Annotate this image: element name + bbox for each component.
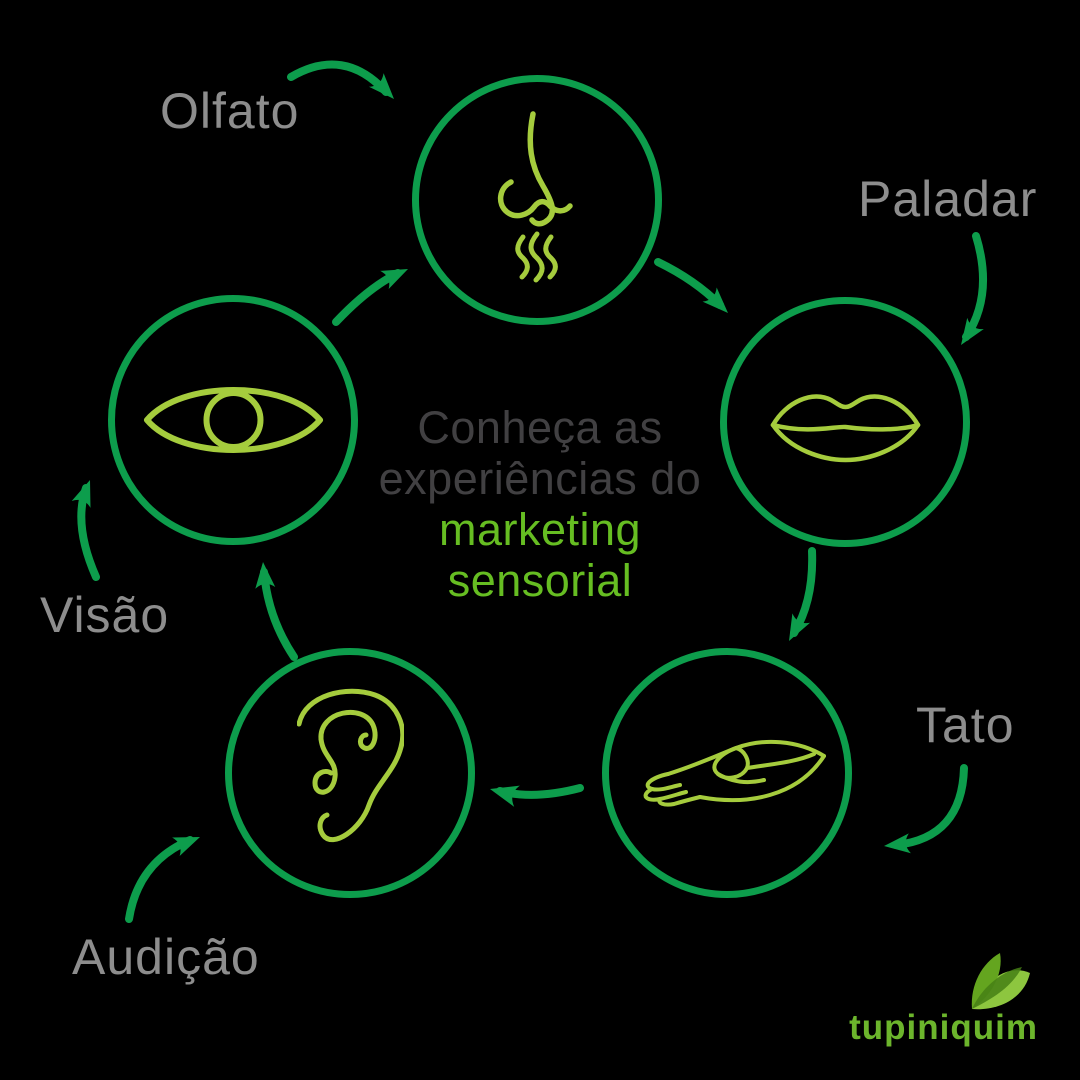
label-tato: Tato	[916, 697, 1015, 753]
eye-icon	[143, 387, 323, 453]
nose-icon	[497, 111, 573, 283]
title-line-2: experiências do	[378, 453, 702, 504]
title-line-3: marketing	[438, 504, 642, 555]
label-olfato: Olfato	[160, 83, 300, 139]
ear-icon	[296, 688, 404, 843]
label-audicao: Audição	[72, 929, 260, 985]
circle-paladar	[720, 297, 970, 547]
arrow-lips-to-hand	[789, 547, 817, 641]
tupiniquim-logo: tupiniquim	[849, 951, 1038, 1045]
arrow-olfato-to-nose	[287, 60, 394, 99]
label-visao: Visão	[40, 587, 170, 643]
arrow-paladar-to-lips	[961, 232, 988, 345]
arrow-audicao-to-ear	[125, 836, 200, 923]
leaf-logo-icon	[971, 953, 1030, 1010]
arrow-visao-to-eye	[71, 480, 100, 581]
arrow-nose-to-lips	[654, 258, 728, 313]
circle-olfato	[412, 75, 662, 325]
title-line-1: Conheça as	[417, 402, 663, 453]
arrow-eye-to-nose	[332, 269, 408, 326]
hand-icon	[643, 739, 826, 807]
circle-audicao	[225, 648, 475, 898]
circle-visao	[108, 295, 358, 545]
arrow-hand-to-ear	[490, 784, 584, 807]
logo-text: tupiniquim	[849, 1008, 1038, 1047]
arrow-tato-to-hand	[884, 764, 968, 854]
title-line-4: sensorial	[447, 555, 633, 606]
center-title: Conheça as experiências do marketing sen…	[330, 402, 750, 606]
lips-icon	[770, 393, 920, 462]
circle-tato	[602, 648, 852, 898]
label-paladar: Paladar	[858, 171, 1038, 227]
arrow-ear-to-eye	[255, 562, 298, 661]
